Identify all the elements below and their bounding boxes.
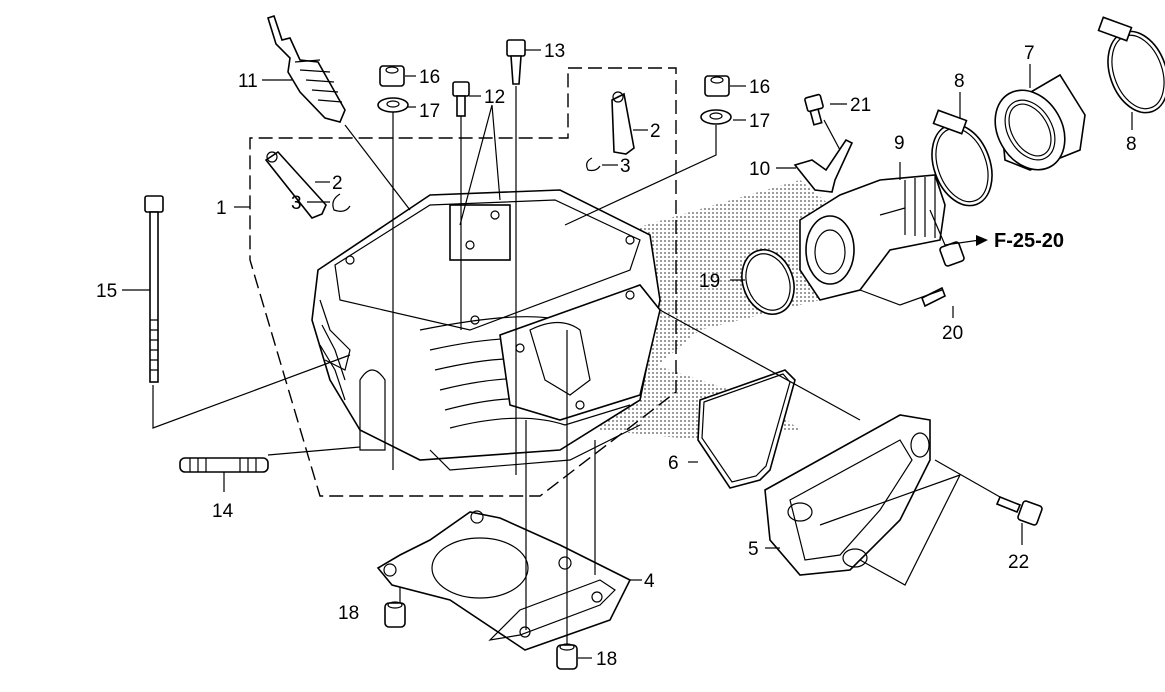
figure-reference[interactable]: F-25-20	[994, 230, 1064, 252]
callout-15: 15	[96, 281, 117, 302]
arrow-head	[976, 235, 988, 246]
hose-clamp	[931, 109, 993, 207]
callout-3: 3	[620, 156, 631, 177]
bolt	[804, 93, 824, 126]
dowel-pin	[556, 643, 578, 670]
valve-clip	[586, 157, 601, 172]
cap-nut	[704, 75, 730, 97]
washer	[377, 97, 409, 113]
callout-17: 17	[749, 111, 770, 132]
valve-clip	[332, 193, 351, 212]
callout-10: 10	[749, 159, 770, 180]
exhaust-cover	[764, 414, 931, 576]
callout-2: 2	[332, 173, 343, 194]
bracket	[793, 138, 854, 193]
callout-18: 18	[338, 603, 359, 624]
callout-11: 11	[238, 71, 258, 92]
callout-8: 8	[954, 71, 965, 92]
bolt	[920, 241, 965, 308]
callout-14: 14	[212, 501, 234, 522]
washer	[700, 109, 732, 125]
callout-3: 3	[291, 193, 302, 214]
cap-nut	[379, 65, 405, 87]
callout-1: 1	[216, 198, 227, 219]
bolt	[506, 39, 526, 85]
bolt	[995, 495, 1043, 526]
callout-18: 18	[596, 649, 617, 670]
callout-17: 17	[419, 101, 440, 122]
callout-7: 7	[1024, 43, 1035, 64]
callout-4: 4	[644, 571, 655, 592]
head-gasket	[376, 510, 632, 651]
callouts: 1 2 2 3 3 4 5 6 7 8 8 9 10 11 12 13 14 1…	[96, 41, 1137, 670]
dowel-pin	[384, 601, 406, 628]
spark-plug	[267, 14, 346, 123]
assembly-boundary	[249, 67, 677, 497]
bolt	[452, 81, 470, 117]
intake-rubber	[994, 73, 1086, 171]
callout-16: 16	[419, 67, 440, 88]
callout-19: 19	[699, 271, 720, 292]
callout-13: 13	[544, 41, 565, 62]
callout-20: 20	[942, 323, 963, 344]
stud-bolt	[179, 457, 269, 473]
callout-2: 2	[650, 121, 661, 142]
exhaust-gasket	[697, 369, 796, 489]
callout-5: 5	[748, 539, 759, 560]
callout-12: 12	[484, 87, 505, 108]
callout-8: 8	[1126, 134, 1137, 155]
valve-guide	[611, 91, 635, 155]
cylinder-head	[311, 189, 661, 471]
callout-6: 6	[668, 453, 679, 474]
intake-pipe	[799, 174, 946, 301]
callout-9: 9	[894, 133, 905, 154]
leader-lines	[122, 49, 1133, 659]
callout-21: 21	[850, 95, 871, 116]
hose-clamp	[1097, 16, 1165, 114]
o-ring	[741, 249, 795, 315]
long-bolt	[144, 195, 164, 383]
callout-16: 16	[749, 77, 770, 98]
callout-22: 22	[1008, 552, 1029, 573]
